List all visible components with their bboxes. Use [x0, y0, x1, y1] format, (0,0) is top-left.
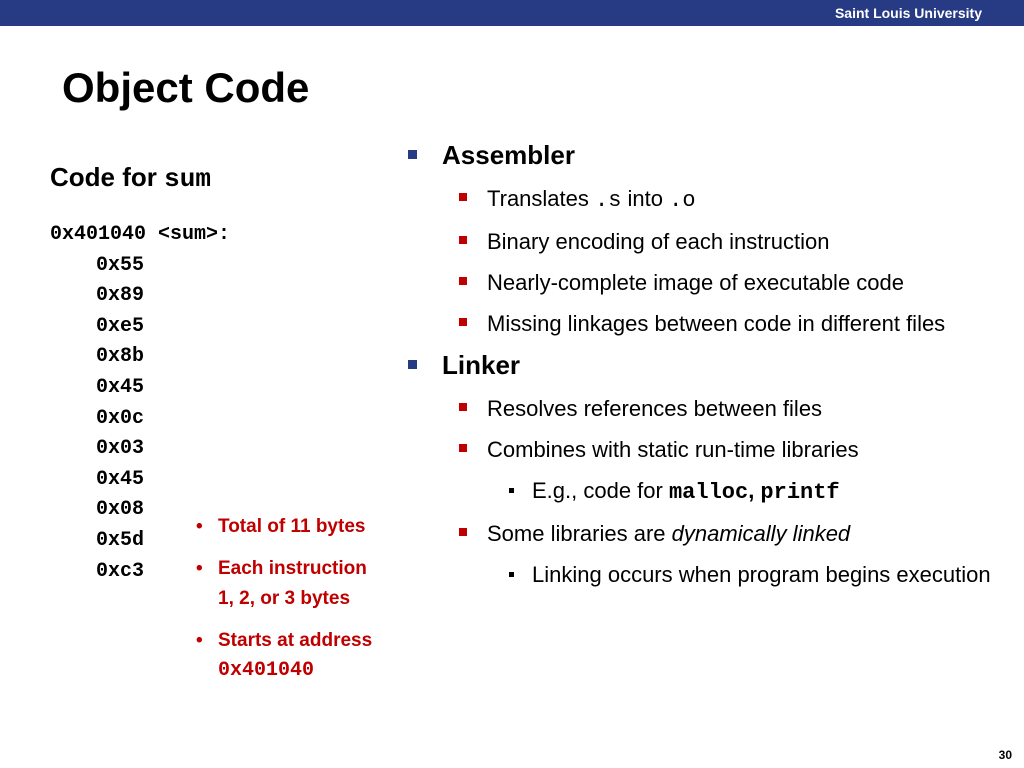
bullet-linker: Linker: [405, 348, 1005, 382]
missing-text: Missing linkages between code in differe…: [487, 311, 946, 336]
code-byte: 0x5d: [96, 528, 145, 552]
bullet-combines: Combines with static run-time libraries: [405, 433, 1005, 466]
code-byte: 0x55: [96, 253, 145, 277]
bullet-dot-icon: •: [196, 516, 203, 537]
note-address: 0x401040: [218, 659, 315, 682]
code-byte: 0x89: [96, 284, 145, 308]
small-square-bullet-icon: [509, 572, 514, 577]
translates-pre: Translates: [487, 186, 596, 211]
page-number: 30: [998, 748, 1012, 762]
square-bullet-icon: [459, 528, 467, 536]
square-bullet-icon: [408, 360, 417, 369]
code-byte: 0x0c: [96, 406, 145, 430]
note-each-instruction: • Each instruction 1, 2, or 3 bytes: [196, 554, 416, 614]
note-total-text: Total of 11 bytes: [218, 516, 366, 537]
bullet-binary: Binary encoding of each instruction: [405, 225, 1005, 258]
square-bullet-icon: [459, 403, 467, 411]
slide-title: Object Code: [62, 64, 310, 111]
bullet-translates: Translates .s into .o: [405, 182, 1005, 217]
translates-s: .s: [595, 188, 622, 213]
bullet-missing: Missing linkages between code in differe…: [405, 307, 1005, 340]
square-bullet-icon: [459, 236, 467, 244]
linker-heading: Linker: [442, 350, 521, 380]
eg-malloc: malloc: [668, 480, 749, 505]
bullet-some-libraries: Some libraries are dynamically linked: [405, 517, 1005, 550]
university-name: Saint Louis University: [834, 5, 982, 21]
code-byte: 0x45: [96, 467, 145, 491]
header-bar: Saint Louis University: [0, 0, 1024, 26]
assembler-heading: Assembler: [442, 140, 575, 170]
bullet-image: Nearly-complete image of executable code: [405, 266, 1005, 299]
note-each-line2: 1, 2, or 3 bytes: [218, 588, 351, 609]
translates-mid: into: [621, 186, 670, 211]
bullet-resolves: Resolves references between files: [405, 392, 1005, 425]
code-byte: 0xc3: [96, 559, 145, 583]
note-each-line1: Each instruction: [218, 558, 367, 579]
code-title-func: sum: [164, 164, 211, 194]
square-bullet-icon: [459, 193, 467, 201]
bullet-list: Assembler Translates .s into .o Binary e…: [405, 138, 1005, 599]
eg-comma: ,: [748, 478, 761, 503]
bullet-eg: E.g., code for malloc, printf: [405, 474, 1005, 509]
resolves-text: Resolves references between files: [487, 396, 823, 421]
square-bullet-icon: [459, 277, 467, 285]
byte-notes: • Total of 11 bytes • Each instruction 1…: [196, 512, 416, 698]
square-bullet-icon: [459, 318, 467, 326]
bullet-linking: Linking occurs when program begins execu…: [405, 558, 1005, 591]
code-byte: 0x45: [96, 375, 145, 399]
some-pre: Some libraries are: [487, 521, 672, 546]
square-bullet-icon: [459, 444, 467, 452]
note-start-address: • Starts at address 0x401040: [196, 626, 416, 686]
code-label: 0x401040 <sum>:: [50, 223, 231, 246]
code-title: Code for sum: [50, 162, 211, 194]
code-block: 0x401040 <sum>: 0x55 0x89 0xe5 0x8b 0x45…: [50, 220, 230, 587]
eg-printf: printf: [760, 480, 840, 505]
bullet-assembler: Assembler: [405, 138, 1005, 172]
bullet-dot-icon: •: [196, 558, 203, 579]
code-byte: 0x8b: [96, 345, 145, 369]
eg-pre: E.g., code for: [532, 478, 669, 503]
code-byte: 0x03: [96, 437, 145, 461]
image-text: Nearly-complete image of executable code: [487, 270, 905, 295]
code-byte: 0xe5: [96, 314, 145, 338]
code-title-prefix: Code for: [50, 162, 165, 192]
some-ital: dynamically linked: [671, 521, 851, 546]
bullet-dot-icon: •: [196, 630, 203, 651]
note-total: • Total of 11 bytes: [196, 512, 416, 542]
linking-text: Linking occurs when program begins execu…: [532, 562, 991, 587]
code-byte: 0x08: [96, 498, 145, 522]
combines-text: Combines with static run-time libraries: [487, 437, 859, 462]
small-square-bullet-icon: [509, 488, 514, 493]
square-bullet-icon: [408, 150, 417, 159]
translates-o: .o: [669, 188, 696, 213]
binary-text: Binary encoding of each instruction: [487, 229, 830, 254]
note-starts-text: Starts at address: [218, 630, 373, 651]
